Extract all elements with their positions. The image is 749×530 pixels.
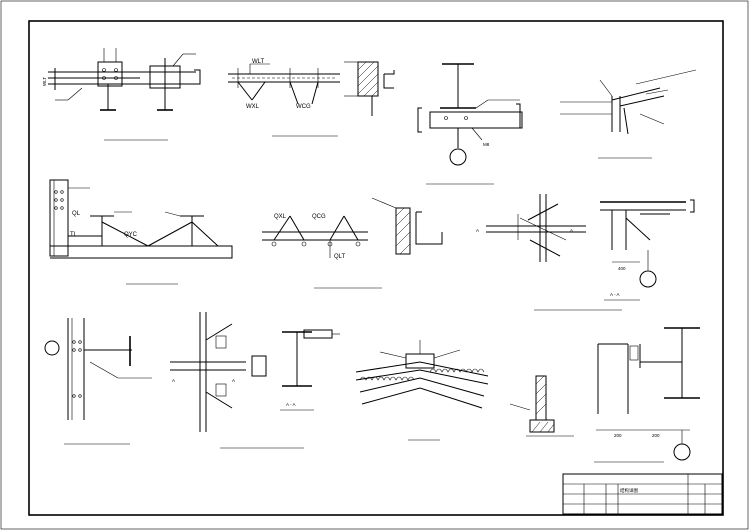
axis-a-right-2: A bbox=[232, 378, 235, 383]
detail-2: WLT WXL WCG bbox=[228, 59, 340, 137]
title-block: 结构详图 bbox=[562, 473, 723, 515]
label-ql: QL bbox=[72, 211, 81, 217]
detail-1: WLT bbox=[42, 48, 201, 141]
label-tl: TL bbox=[70, 232, 78, 238]
detail-16: 200 200 bbox=[594, 327, 700, 463]
detail-8 bbox=[371, 197, 443, 255]
detail-4: M8 bbox=[417, 63, 523, 185]
detail-11 bbox=[44, 318, 152, 445]
detail-6: QL TL QYC bbox=[49, 179, 233, 285]
axis-a-right: A bbox=[570, 228, 573, 233]
label-wcg: WCG bbox=[296, 104, 311, 110]
inner-border bbox=[28, 20, 724, 516]
label-wxl: WXL bbox=[246, 104, 260, 110]
detail-13: A - A bbox=[280, 329, 340, 411]
detail-3 bbox=[344, 61, 395, 116]
detail-12: A A bbox=[170, 312, 304, 449]
label-qcg: QCG bbox=[312, 214, 326, 220]
label-wlt: WLT bbox=[252, 59, 265, 65]
title-cell: 结构详图 bbox=[620, 487, 638, 494]
detail-15 bbox=[509, 375, 574, 437]
section-mark-1: A - A bbox=[610, 292, 620, 297]
section-mark-2: A - A bbox=[286, 402, 296, 407]
detail-10: 400 A - A bbox=[600, 199, 695, 301]
axis-a-left-2: A bbox=[172, 378, 175, 383]
label-qxl: QXL bbox=[274, 214, 287, 220]
detail-9: A A bbox=[476, 194, 622, 311]
dim-200-b: 200 bbox=[652, 433, 660, 438]
detail-5 bbox=[560, 69, 697, 159]
label-bolt-a: M8 bbox=[483, 142, 490, 147]
svg-text:WLT: WLT bbox=[42, 77, 47, 86]
detail-7: QXL QCG QLT bbox=[262, 214, 382, 289]
label-qyc: QYC bbox=[124, 232, 138, 238]
detail-14 bbox=[355, 340, 489, 441]
dim-200-a: 200 bbox=[614, 433, 622, 438]
axis-a-left: A bbox=[476, 228, 479, 233]
label-qlt: QLT bbox=[334, 254, 346, 260]
dim-400: 400 bbox=[618, 266, 626, 271]
